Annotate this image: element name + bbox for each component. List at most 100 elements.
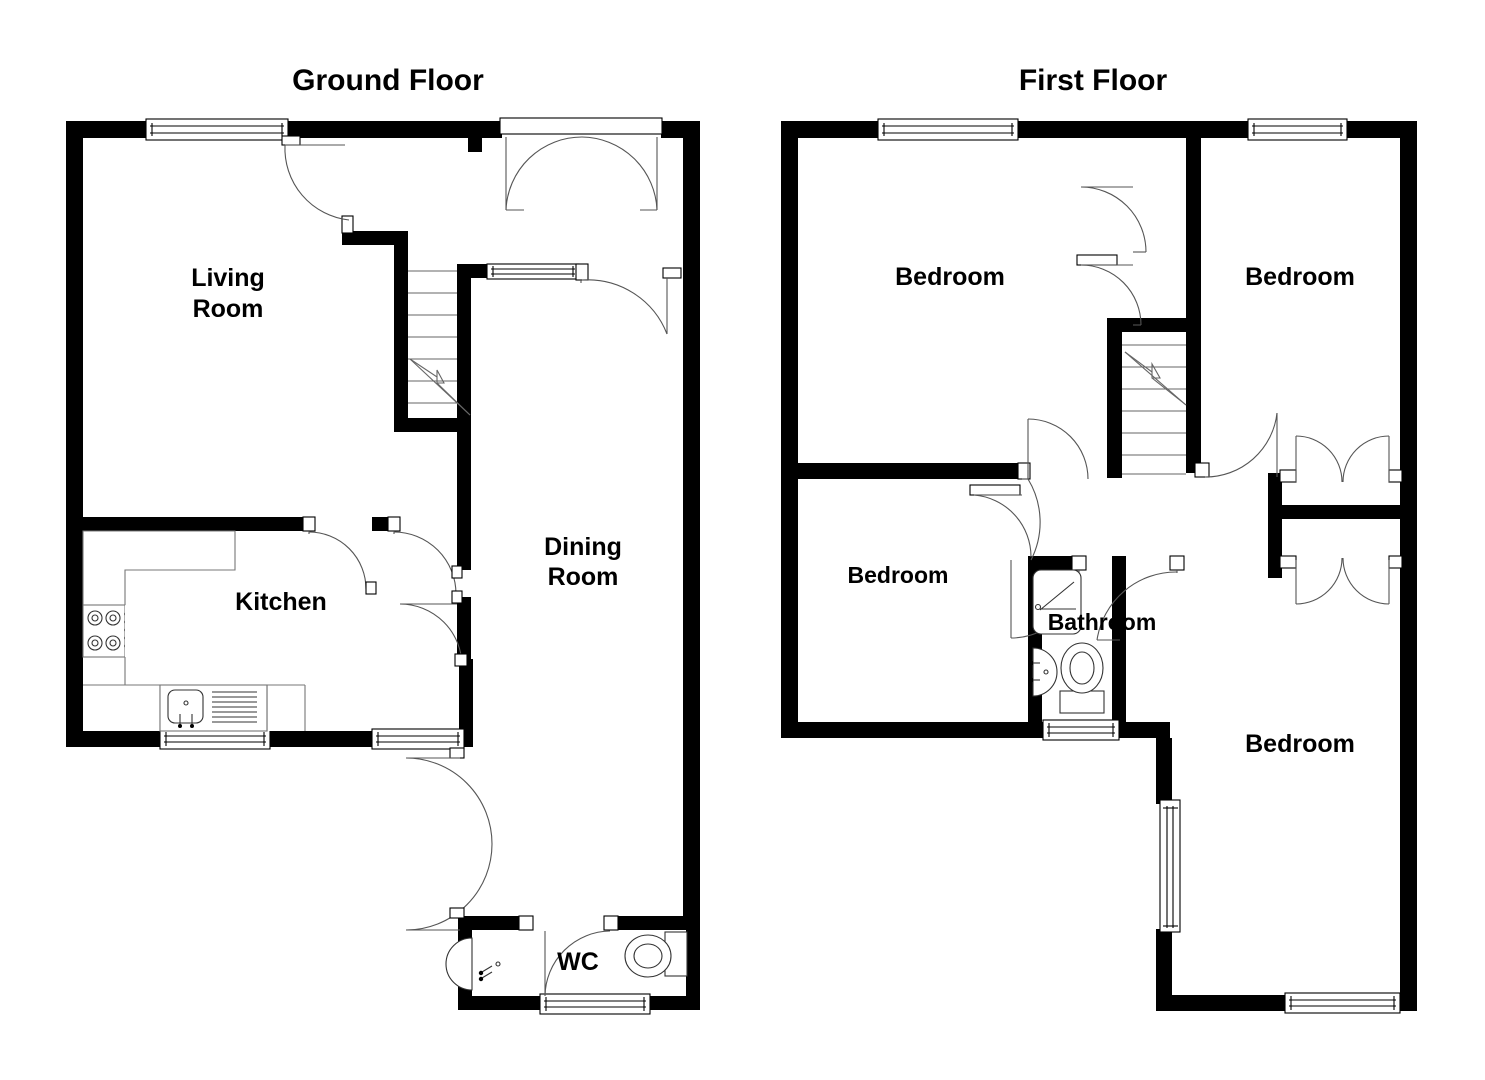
wall-ff-bedroom1-bottom — [798, 463, 1028, 479]
wall-left-exterior — [66, 121, 83, 746]
window-wc — [539, 993, 651, 1015]
door-kitchen — [302, 516, 377, 595]
bath-icon — [1032, 569, 1082, 635]
wall-wc-right — [686, 916, 700, 1010]
window-ff-bedroom4-rear — [1284, 992, 1401, 1014]
door-wc — [518, 915, 619, 997]
wall-wc-top-left — [458, 916, 520, 930]
window-ff-bathroom — [1042, 719, 1120, 741]
first-floor-labels: Bedroom Bedroom Bedroom Bathroom Bedroom — [848, 263, 1355, 758]
label-bedroom-3: Bedroom — [848, 562, 949, 588]
wc-basin-icon — [445, 937, 501, 991]
wall-ff-top-a — [781, 121, 882, 138]
sink-icon — [159, 684, 268, 732]
bathroom-toilet-icon — [1059, 642, 1105, 714]
wall-ff-bedroom3-bottom — [781, 722, 1043, 738]
wall-ff-bathroom-bottom-b — [1116, 722, 1170, 738]
wardrobe-upper-doors — [1279, 435, 1403, 483]
wall-ff-bathroom-right — [1112, 556, 1126, 731]
ground-floor-doors — [281, 117, 682, 997]
door-ff-bedroom3-leaf — [969, 484, 1032, 558]
door-rear-hall — [405, 747, 493, 931]
wall-kitchen-right-vert — [459, 659, 473, 735]
door-living-room — [281, 135, 354, 234]
door-ff-landing-upper — [1027, 418, 1089, 480]
wall-wc-bottom-left — [458, 996, 546, 1010]
label-wc: WC — [557, 948, 599, 976]
wall-stair-left — [394, 231, 408, 421]
first-floor-doors — [969, 186, 1403, 641]
wall-ff-wardrobe-horiz — [1268, 505, 1402, 519]
wall-top-left — [66, 121, 150, 138]
window-ff-bedroom4-side — [1159, 799, 1181, 933]
window-kitchen-left — [159, 728, 271, 750]
bathroom-fixtures — [1028, 569, 1105, 714]
label-bedroom-2: Bedroom — [1245, 263, 1355, 291]
label-living-room-line2: Room — [193, 295, 264, 323]
wall-bottom-kitchen-left — [66, 731, 162, 747]
wall-hall-right-b — [457, 597, 471, 659]
wall-stair-head — [342, 231, 402, 245]
kitchen-fixtures — [82, 530, 306, 732]
window-hall — [486, 263, 580, 280]
door-ff-landing-right — [1194, 412, 1278, 478]
label-bedroom-4: Bedroom — [1245, 730, 1355, 758]
window-kitchen-right — [371, 728, 465, 750]
first-floor-walls — [781, 121, 1417, 1011]
wall-ff-bathroom-top-left — [1028, 556, 1073, 570]
ground-floor-walls — [66, 121, 700, 1010]
door-dining-lower — [399, 590, 468, 667]
wall-hall-stub-left — [372, 517, 390, 531]
window-living-room — [145, 118, 289, 141]
wall-stair-right — [457, 264, 471, 422]
wall-ff-stair-head — [1107, 318, 1187, 332]
wall-ff-top-b — [1014, 121, 1249, 138]
door-ff-bedroom3 — [1017, 462, 1041, 561]
ground-floor-labels: Living Room Kitchen Dining Room WC — [191, 264, 622, 976]
door-ff-bedroom1 — [1080, 186, 1147, 253]
window-ff-bedroom1 — [877, 118, 1019, 141]
wc-fixtures — [445, 931, 688, 991]
wall-kitchen-living — [83, 517, 305, 531]
wall-stair-bottom — [394, 418, 470, 432]
wall-hall-right-a — [457, 524, 471, 570]
wall-ff-rear-vert-a — [1156, 738, 1172, 804]
door-ff-bedroom2 — [1076, 254, 1142, 326]
door-front-double — [499, 117, 663, 211]
wall-right-exterior — [683, 121, 700, 921]
wall-top-mid — [284, 121, 502, 138]
label-bedroom-1: Bedroom — [895, 263, 1005, 291]
bathroom-basin-icon — [1028, 647, 1058, 697]
label-living-room-line1: Living — [191, 264, 265, 292]
first-floor-windows — [877, 118, 1401, 1014]
wall-ff-left — [781, 121, 798, 736]
wall-ff-center-vert — [1186, 138, 1201, 473]
staircase-ground — [408, 268, 471, 418]
wall-ff-right — [1400, 121, 1417, 1011]
wardrobe-lower-doors — [1279, 555, 1403, 605]
hob-icon — [82, 604, 128, 658]
label-bathroom: Bathroom — [1048, 609, 1157, 635]
label-dining-room-line1: Dining — [544, 533, 622, 561]
first-floor-title: First Floor — [1019, 64, 1168, 97]
label-kitchen: Kitchen — [235, 588, 327, 616]
door-dining-hall — [575, 263, 682, 335]
wall-ff-wardrobe-vert-b — [1268, 556, 1282, 578]
window-ff-bedroom2 — [1247, 118, 1348, 141]
label-dining-room-line2: Room — [548, 563, 619, 591]
wall-bottom-kitchen-mid — [267, 731, 375, 747]
staircase-first — [1122, 344, 1187, 475]
first-floor-group: First Floor — [781, 64, 1417, 1014]
door-hall-dining — [387, 516, 463, 595]
wall-ff-rear-vert-b — [1156, 929, 1172, 1011]
wall-stair-right-head — [457, 264, 491, 278]
ground-floor-group: Ground Floor — [66, 64, 700, 1015]
wall-hall-right-lower — [457, 418, 471, 524]
wall-nib-hall — [468, 138, 482, 152]
wc-toilet-icon — [624, 931, 688, 978]
wall-ff-wardrobe-vert-a — [1268, 473, 1282, 571]
ground-floor-title: Ground Floor — [292, 64, 484, 97]
wall-wc-top-right — [616, 916, 700, 930]
